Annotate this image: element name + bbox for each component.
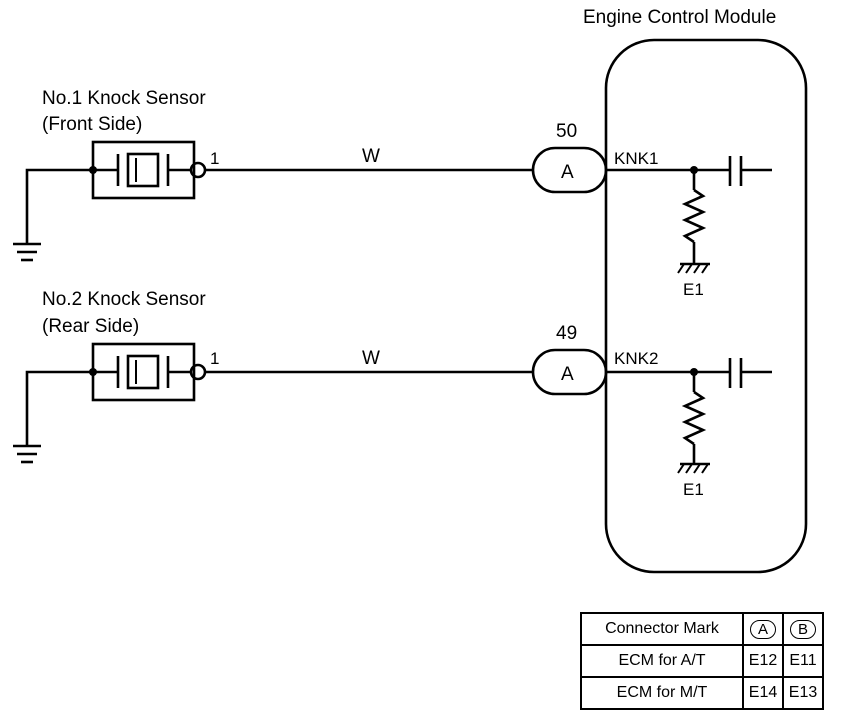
knk1-resistor (681, 188, 707, 244)
ground-symbol-1 (13, 242, 41, 262)
chassis-ground-1 (677, 262, 710, 274)
mark-a-cell: A (742, 612, 784, 646)
table-row: ECM for M/T E14 E13 (580, 676, 824, 710)
sensor-2-ground-wire (25, 370, 93, 446)
table-row: ECM for A/T E12 E11 (580, 644, 824, 678)
ecm-pin-49: 49 (556, 323, 577, 344)
sensor-1-piezo (126, 152, 160, 188)
sensor-1-pin: 1 (210, 149, 219, 168)
cell-at-a: E12 (742, 644, 784, 678)
connector-table-header: Connector Mark A B (580, 612, 824, 646)
chassis-ground-2 (677, 462, 710, 474)
ecm-box (604, 38, 808, 574)
connector-mark-header: Connector Mark (580, 612, 744, 646)
ecm-title: Engine Control Module (583, 7, 776, 28)
sensor-1-ground-wire (25, 168, 93, 244)
mark-b-cell: B (782, 612, 824, 646)
cell-at-b: E11 (782, 644, 824, 678)
mark-a: A (749, 619, 776, 639)
sensor-1-side: (Front Side) (42, 114, 142, 135)
mark-b: B (789, 619, 816, 639)
sensor-1-name: No.1 Knock Sensor (42, 88, 206, 109)
ground-symbol-2 (13, 444, 41, 464)
knock-sensor-2: No.2 Knock Sensor (Rear Side) 1 W A 49 K… (13, 289, 772, 499)
wire-color-1: W (362, 146, 380, 167)
connector-table: Connector Mark A B ECM for A/T E12 E11 E… (580, 612, 824, 710)
row-label-at: ECM for A/T (580, 644, 744, 678)
ground-e1-1: E1 (683, 280, 704, 299)
ecm-pin-50: 50 (556, 121, 577, 142)
signal-knk2: KNK2 (614, 349, 658, 368)
signal-knk1: KNK1 (614, 149, 658, 168)
wire-color-2: W (362, 348, 380, 369)
knock-sensor-1: No.1 Knock Sensor (Front Side) 1 W A 50 … (13, 88, 772, 299)
row-label-mt: ECM for M/T (580, 676, 744, 710)
cell-mt-a: E14 (742, 676, 784, 710)
sensor-2-side: (Rear Side) (42, 316, 139, 337)
sensor-2-pin: 1 (210, 349, 219, 368)
cell-mt-b: E13 (782, 676, 824, 710)
connector-a-2-label: A (561, 364, 574, 385)
sensor-2-name: No.2 Knock Sensor (42, 289, 206, 310)
sensor-2-piezo (126, 354, 160, 390)
ground-e1-2: E1 (683, 480, 704, 499)
knk2-resistor (681, 390, 707, 446)
connector-a-1-label: A (561, 162, 574, 183)
